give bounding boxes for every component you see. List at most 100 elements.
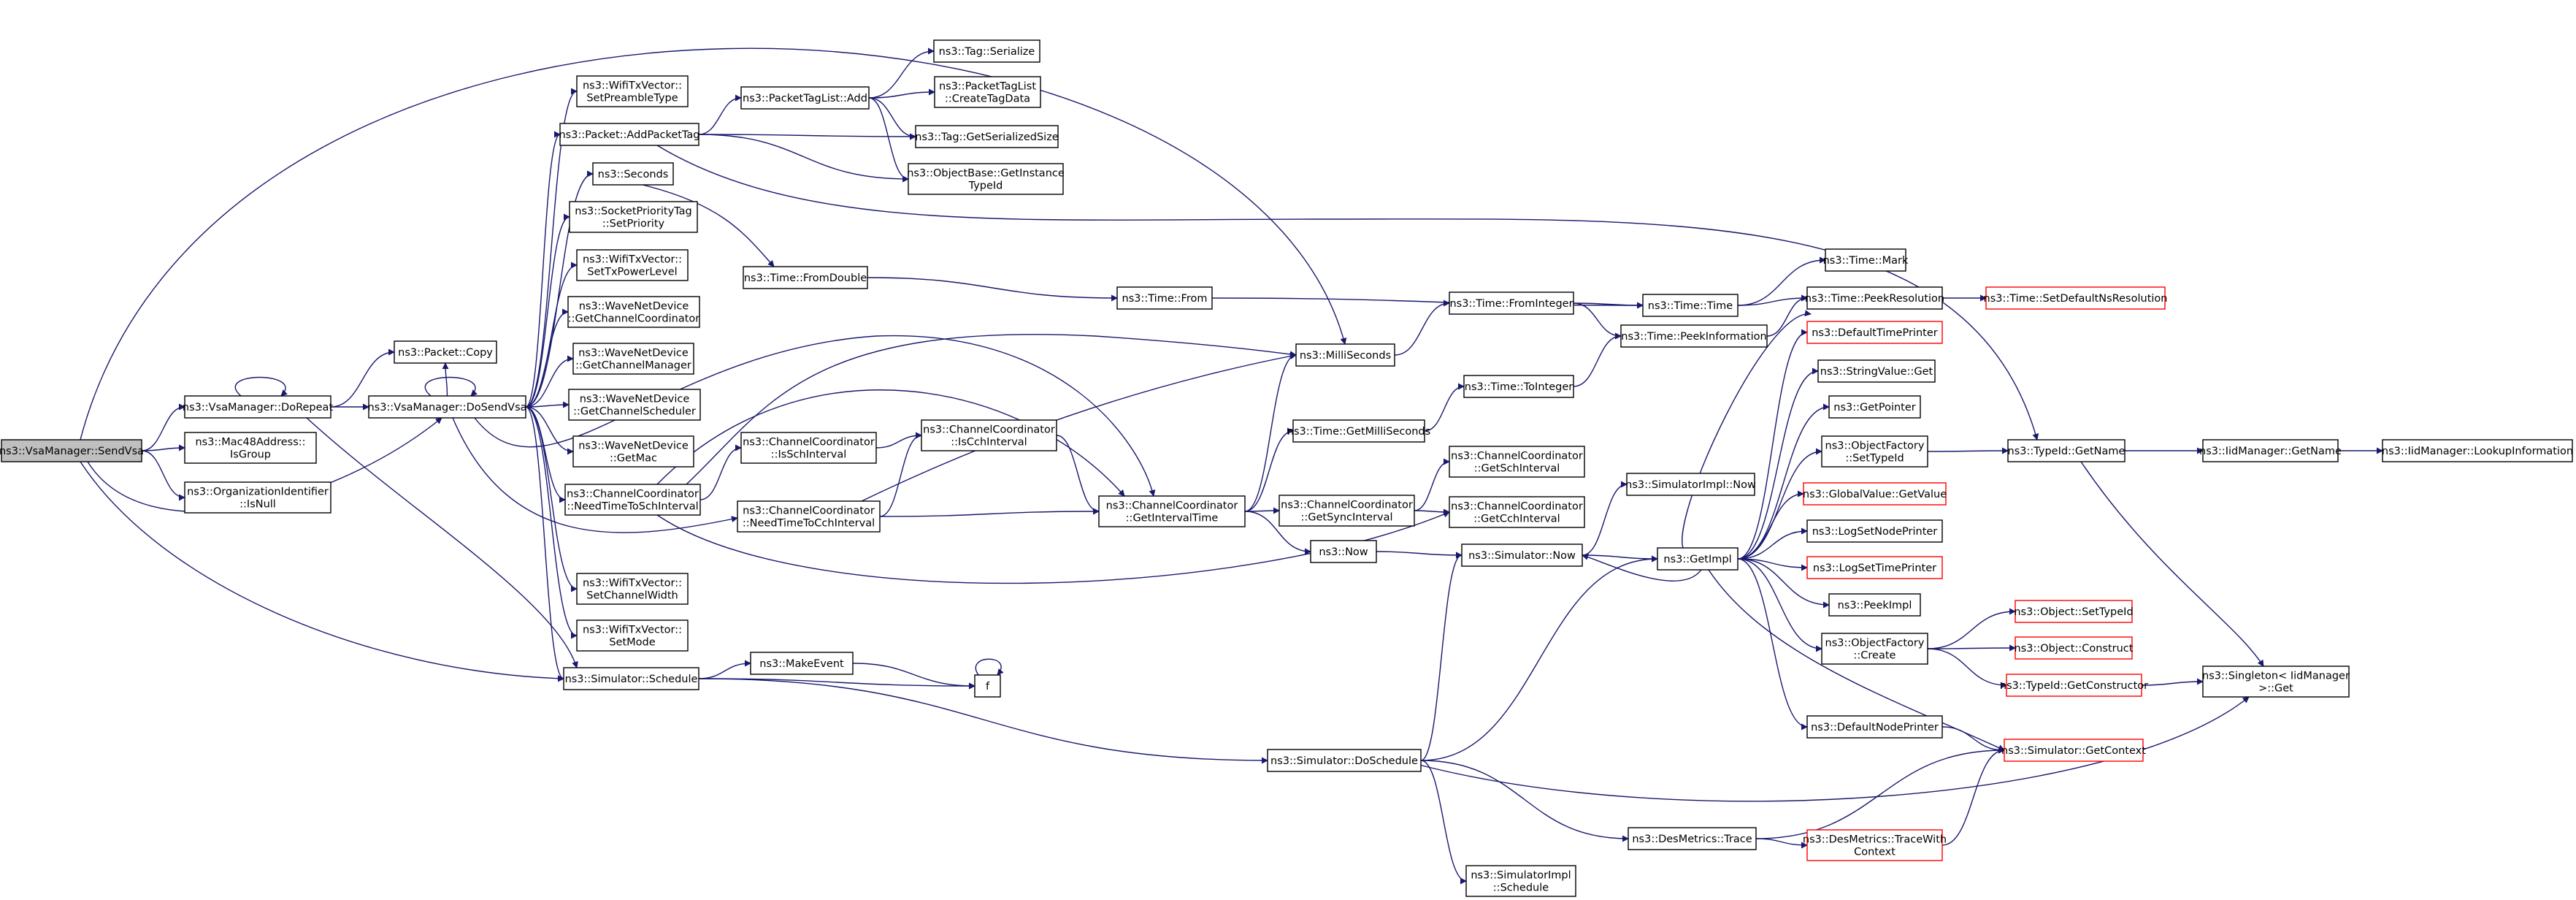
node-setpreamble[interactable]: ns3::WifiTxVector::SetPreambleType (576, 75, 689, 107)
node-box (394, 340, 497, 364)
node-getintervaltime[interactable]: ns3::ChannelCoordinator::GetIntervalTime (1098, 495, 1246, 527)
node-box (1, 439, 142, 462)
edge-doschedule-to-simnow (1420, 552, 1463, 761)
node-fromdouble[interactable]: ns3::Time::FromDouble (743, 266, 868, 289)
node-getmilliseconds[interactable]: ns3::Time::GetMilliSeconds (1287, 419, 1430, 443)
node-packetcopy[interactable]: ns3::Packet::Copy (394, 340, 497, 364)
node-label: ::GetChannelManager (575, 360, 691, 372)
edge-getimpl-to-getimpl (1682, 310, 1812, 549)
node-makeevent[interactable]: ns3::MakeEvent (750, 652, 854, 675)
node-peekinfo[interactable]: ns3::Time::PeekInformation (1620, 324, 1768, 348)
node-settxpower[interactable]: ns3::WifiTxVector::SetTxPowerLevel (576, 249, 689, 281)
node-getchsched[interactable]: ns3::WaveNetDevice::GetChannelScheduler (568, 389, 701, 421)
node-label: ns3::Time::FromInteger (1449, 298, 1573, 310)
edge-timefrom-to-timetime (1211, 297, 1644, 309)
node-globalvalueget[interactable]: ns3::GlobalValue::GetValue (1803, 482, 1947, 506)
node-box (1116, 286, 1213, 310)
node-setmode[interactable]: ns3::WifiTxVector::SetMode (576, 619, 689, 652)
node-simnow[interactable]: ns3::Simulator::Now (1461, 544, 1583, 567)
node-timetime[interactable]: ns3::Time::Time (1642, 294, 1739, 317)
edge-peekinfo-to-peekres (1766, 294, 1808, 337)
node-singletonget[interactable]: ns3::Singleton< IidManager>::Get (2202, 666, 2350, 698)
node-dorepeat[interactable]: ns3::VsaManager::DoRepeat (183, 395, 334, 419)
node-getschint[interactable]: ns3::ChannelCoordinator::GetSchInterval (1449, 446, 1585, 478)
node-iscchint[interactable]: ns3::ChannelCoordinator::IsCchInterval (921, 419, 1057, 451)
node-box (1449, 496, 1585, 528)
node-f[interactable]: f (974, 674, 1001, 698)
node-setdefaultns[interactable]: ns3::Time::SetDefaultNsResolution (1984, 286, 2168, 310)
node-sendvsa[interactable]: ns3::VsaManager::SendVsa (0, 439, 144, 462)
node-objconstruct[interactable]: ns3::Object::Construct (2015, 636, 2134, 660)
node-simimplnow[interactable]: ns3::SimulatorImpl::Now (1625, 473, 1756, 496)
node-mac48[interactable]: ns3::Mac48Address::IsGroup (184, 432, 317, 464)
node-logsettime[interactable]: ns3::LogSetTimePrinter (1806, 556, 1943, 579)
node-label: SetPreambleType (586, 93, 678, 104)
node-defaultnodeprinter[interactable]: ns3::DefaultNodePrinter (1806, 715, 1943, 739)
node-box (2006, 674, 2142, 697)
node-iidmgrlookup[interactable]: ns3::IidManager::LookupInformation (2382, 439, 2573, 462)
node-ofcreate[interactable]: ns3::ObjectFactory::Create (1821, 633, 1928, 665)
edge-defaultnodeprinter-to-simgetcontext (1941, 726, 2005, 754)
node-defaulttimeprinter[interactable]: ns3::DefaultTimePrinter (1806, 321, 1943, 344)
node-peekimpl[interactable]: ns3::PeekImpl (1828, 593, 1921, 617)
node-addpackettag[interactable]: ns3::Packet::AddPacketTag (559, 123, 700, 146)
edge-schedule-to-makeevent (698, 660, 751, 679)
node-schedule[interactable]: ns3::Simulator::Schedule (563, 667, 699, 690)
node-doschedule[interactable]: ns3::Simulator::DoSchedule (1267, 749, 1422, 772)
node-setpriority[interactable]: ns3::SocketPriorityTag::SetPriority (569, 201, 698, 233)
node-label: ns3::ChannelCoordinator (1106, 500, 1238, 512)
node-fromint[interactable]: ns3::Time::FromInteger (1449, 291, 1574, 315)
node-objsettypeid[interactable]: ns3::Object::SetTypeId (2014, 600, 2134, 623)
node-dosendvsa[interactable]: ns3::VsaManager::DoSendVsa (367, 395, 527, 419)
node-typeidgetname[interactable]: ns3::TypeId::GetName (2007, 439, 2125, 462)
node-getcchint[interactable]: ns3::ChannelCoordinator::GetCchInterval (1449, 496, 1585, 528)
node-simgetcontext[interactable]: ns3::Simulator::GetContext (2001, 739, 2146, 762)
node-getsyncint[interactable]: ns3::ChannelCoordinator::GetSyncInterval (1279, 495, 1415, 527)
node-box (2202, 439, 2339, 462)
node-needsch[interactable]: ns3::ChannelCoordinator::NeedTimeToSchIn… (564, 484, 701, 516)
node-createtagdata[interactable]: ns3::PacketTagList::CreateTagData (934, 76, 1041, 108)
node-getimpl[interactable]: ns3::GetImpl (1657, 547, 1739, 571)
node-getchmgr[interactable]: ns3::WaveNetDevice::GetChannelManager (572, 343, 694, 375)
node-box (1828, 593, 1921, 617)
node-logsetnode[interactable]: ns3::LogSetNodePrinter (1806, 519, 1943, 543)
node-label: ::GetChannelCoordinator (568, 313, 700, 325)
node-milliseconds[interactable]: ns3::MilliSeconds (1295, 343, 1395, 367)
node-isschint[interactable]: ns3::ChannelCoordinator::IsSchInterval (740, 432, 877, 464)
node-typeidgetctor[interactable]: ns3::TypeId::GetConstructor (2000, 674, 2148, 697)
node-iidmgrgetname[interactable]: ns3::IidManager::GetName (2199, 439, 2342, 462)
node-simimplsched[interactable]: ns3::SimulatorImpl::Schedule (1465, 865, 1576, 897)
node-setchwidth[interactable]: ns3::WifiTxVector::SetChannelWidth (576, 573, 689, 605)
node-timemark[interactable]: ns3::Time::Mark (1823, 248, 1909, 272)
node-peekres[interactable]: ns3::Time::PeekResolution (1805, 286, 1944, 310)
node-tagserialize[interactable]: ns3::Tag::Serialize (933, 39, 1040, 63)
node-orgid[interactable]: ns3::OrganizationIdentifier::IsNull (184, 481, 331, 514)
node-getmac[interactable]: ns3::WaveNetDevice::GetMac (572, 435, 694, 468)
edge-addpackettag-to-getinstance (698, 134, 909, 183)
node-ofsettypeid[interactable]: ns3::ObjectFactory::SetTypeId (1821, 435, 1928, 468)
node-seconds[interactable]: ns3::Seconds (592, 162, 674, 186)
edge-doschedule-to-desmetricstrace (1420, 760, 1629, 842)
node-label: ::GetIntervalTime (1126, 513, 1219, 525)
node-box (368, 395, 526, 419)
node-box (1449, 291, 1574, 315)
node-needcch[interactable]: ns3::ChannelCoordinator::NeedTimeToCchIn… (737, 500, 881, 533)
node-desmetricstrace[interactable]: ns3::DesMetrics::Trace (1628, 827, 1757, 850)
node-timefrom[interactable]: ns3::Time::From (1116, 286, 1213, 310)
edge-getintervaltime-to-milliseconds (1244, 351, 1297, 512)
node-box (1279, 495, 1415, 527)
node-stringvalueget[interactable]: ns3::StringValue::Get (1817, 359, 1936, 383)
node-box (1806, 321, 1943, 344)
node-getserialsize[interactable]: ns3::Tag::GetSerializedSize (915, 125, 1059, 148)
node-getpointer[interactable]: ns3::GetPointer (1828, 395, 1921, 419)
edge-getintervaltime-to-now (1244, 511, 1311, 555)
node-ptladd[interactable]: ns3::PacketTagList::Add (740, 86, 870, 110)
edge-iscchint-to-getintervaltime (1056, 435, 1100, 515)
node-now[interactable]: ns3::Now (1310, 540, 1377, 563)
node-box (563, 667, 699, 690)
node-toint[interactable]: ns3::Time::ToInteger (1463, 375, 1574, 398)
node-label: ns3::Tag::GetSerializedSize (915, 131, 1059, 143)
node-getchcoord[interactable]: ns3::WaveNetDevice::GetChannelCoordinato… (567, 296, 700, 328)
